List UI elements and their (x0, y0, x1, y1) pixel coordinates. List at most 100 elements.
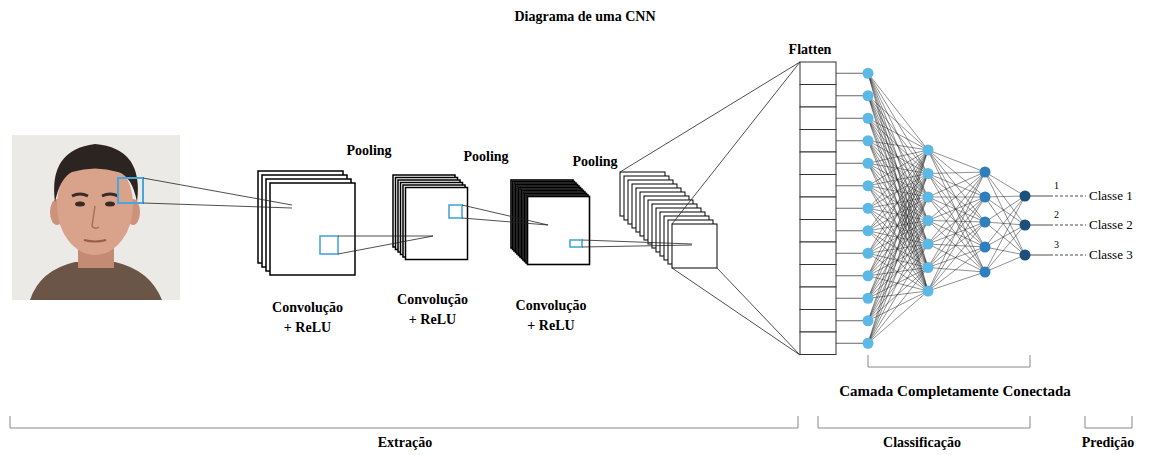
diagram-title: Diagrama de uma CNN (514, 8, 655, 25)
projection-line (620, 62, 800, 172)
output-dashed-line (1050, 255, 1086, 256)
dense-link (985, 197, 1025, 255)
neuron (1020, 250, 1031, 261)
dense-link (928, 197, 985, 244)
neuron (863, 203, 874, 214)
flatten-cell (800, 130, 836, 153)
dense-link (868, 96, 928, 244)
feature-map-stack (258, 171, 355, 275)
feature-map (270, 183, 355, 275)
dense-link (928, 174, 985, 273)
flatten-layer: Flatten (780, 40, 840, 358)
mouth (84, 240, 106, 242)
receptive-field (320, 236, 338, 254)
dense-link (928, 222, 985, 244)
dense-link (868, 150, 928, 298)
dense-link (868, 150, 928, 253)
dense-link (868, 150, 928, 163)
neuron (980, 192, 991, 203)
receptive-field (449, 205, 462, 218)
flatten-cell (800, 242, 836, 265)
neuron (863, 338, 874, 349)
bracket (868, 355, 1030, 367)
class-number: 1 (1054, 180, 1059, 192)
output-line (1030, 255, 1050, 256)
dense-link (928, 197, 985, 291)
eyebrow (102, 194, 118, 196)
neuron (923, 168, 934, 179)
neuron (923, 192, 934, 203)
dense-link (985, 196, 1025, 247)
projection-line (143, 178, 292, 205)
dense-link (985, 172, 1025, 225)
dense-link (868, 197, 928, 253)
dense-link (928, 197, 985, 221)
flatten-column (800, 62, 836, 355)
neuron (980, 267, 991, 278)
feature-map (672, 224, 717, 268)
class-number: 3 (1054, 239, 1059, 251)
dense-link (985, 197, 1025, 225)
flatten-cell (800, 310, 836, 333)
neuron (980, 217, 991, 228)
neuron (923, 262, 934, 273)
projection-line (672, 62, 800, 224)
dense-link (928, 172, 985, 174)
neuron (863, 180, 874, 191)
layer-name: Pooling (346, 142, 391, 159)
neuron (863, 135, 874, 146)
dense-link (985, 225, 1025, 247)
dense-link (868, 221, 928, 344)
dense-link (928, 247, 985, 291)
dense-link (928, 172, 985, 197)
dense-link (868, 174, 928, 231)
flatten-cell (800, 152, 836, 175)
dense-link (928, 172, 985, 268)
dense-link (868, 141, 928, 150)
feature-map (406, 188, 468, 260)
neuron (980, 167, 991, 178)
stage-name: Extração (378, 434, 432, 451)
dense-link (868, 291, 928, 321)
neuron (863, 90, 874, 101)
flatten-cell (800, 220, 836, 243)
neuron (863, 248, 874, 259)
dense-link (928, 172, 985, 291)
neuron (863, 293, 874, 304)
dense-link (868, 244, 928, 298)
layer-name: Pooling (572, 153, 617, 170)
dense-link (868, 150, 928, 186)
eye (75, 202, 85, 207)
photo-background (12, 135, 180, 300)
layer-caption: Convolução + ReLU (516, 296, 587, 336)
dense-link (868, 96, 928, 268)
conv-relu-stack: Convolução + ReLU (508, 177, 594, 336)
dense-link (928, 197, 985, 247)
dense-link (985, 196, 1025, 222)
feature-map (528, 197, 590, 265)
projection-line (582, 245, 692, 247)
dense-link (928, 247, 985, 268)
class-name: Classe 2 (1089, 217, 1133, 233)
neuron (863, 225, 874, 236)
neuron (1020, 220, 1031, 231)
bracket (1085, 416, 1132, 428)
receptive-field (118, 178, 143, 203)
dense-link (928, 221, 985, 273)
projection-line (143, 203, 292, 208)
flatten-cell (800, 62, 836, 85)
dense-link (868, 150, 928, 276)
receptive-field (570, 240, 582, 247)
projection-line (582, 240, 692, 244)
neuron (863, 68, 874, 79)
dense-link (868, 221, 928, 276)
dense-link (928, 222, 985, 268)
dense-link (928, 268, 985, 273)
bracket (818, 416, 1030, 428)
dense-link (868, 268, 928, 344)
flatten-cell (800, 197, 836, 220)
dense-link (985, 222, 1025, 255)
dense-link (868, 268, 928, 321)
feature-map-stack (511, 180, 590, 265)
dense-link (985, 255, 1025, 272)
